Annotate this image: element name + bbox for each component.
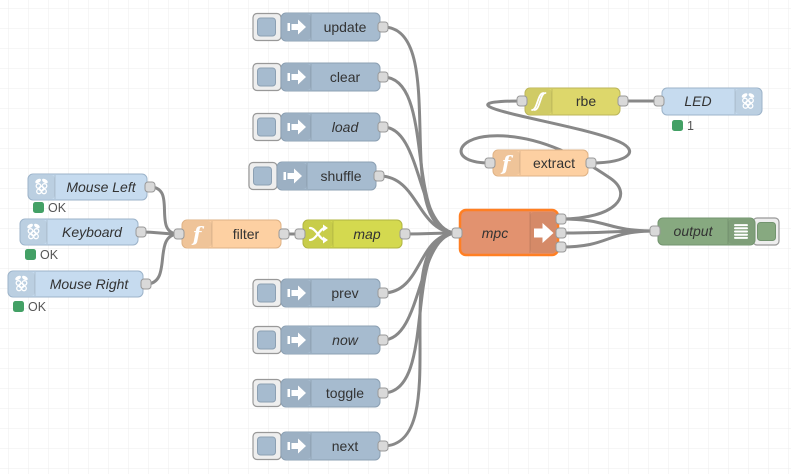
- node-clear[interactable]: clear: [252, 62, 389, 92]
- input-port[interactable]: [516, 95, 528, 107]
- output-port[interactable]: [278, 228, 290, 240]
- status-dot: [13, 301, 24, 312]
- debug-list-icon: [734, 224, 748, 239]
- node-label: now: [332, 332, 359, 348]
- status-led: 1: [672, 119, 694, 133]
- input-port[interactable]: [173, 228, 185, 240]
- inject-icon: [283, 168, 302, 184]
- node-load[interactable]: load: [252, 112, 389, 142]
- raspberry-pi-icon: [35, 178, 48, 195]
- input-port[interactable]: [653, 95, 665, 107]
- node-rbe[interactable]: rbe: [516, 87, 629, 116]
- node-label: LED: [684, 93, 711, 109]
- output-port[interactable]: [373, 170, 385, 182]
- output-port[interactable]: [135, 226, 147, 238]
- wire-extract-to-rbe[interactable]: [486, 99, 631, 165]
- status-dot: [672, 120, 683, 131]
- output-port[interactable]: [617, 95, 629, 107]
- node-update[interactable]: update: [252, 12, 389, 42]
- inject-icon: [287, 332, 306, 348]
- wire-shuffle-to-mpc[interactable]: [377, 174, 459, 235]
- wires: [139, 25, 661, 448]
- output-port-1[interactable]: [555, 213, 567, 225]
- status-mouse-left: OK: [33, 201, 67, 215]
- node-label: Mouse Right: [50, 276, 130, 292]
- node-label: filter: [233, 226, 260, 242]
- output-port[interactable]: [144, 181, 156, 193]
- input-port[interactable]: [484, 157, 496, 169]
- output-port[interactable]: [377, 387, 389, 399]
- node-label: toggle: [326, 385, 364, 401]
- node-led[interactable]: LED: [653, 87, 763, 116]
- status-mouse-right: OK: [13, 300, 47, 314]
- node-toggle[interactable]: toggle: [252, 378, 389, 408]
- arrow-right-icon: [534, 223, 554, 243]
- output-port-2[interactable]: [555, 227, 567, 239]
- output-port[interactable]: [377, 287, 389, 299]
- output-port[interactable]: [585, 157, 597, 169]
- node-prev[interactable]: prev: [252, 278, 389, 308]
- crossed-arrows-icon: [308, 224, 328, 244]
- node-shuffle[interactable]: shuffle: [248, 161, 385, 191]
- node-label: shuffle: [321, 168, 362, 184]
- inject-icon: [287, 285, 306, 301]
- node-keyboard[interactable]: Keyboard: [19, 218, 147, 246]
- inject-icon: [287, 385, 306, 401]
- node-mouse-left[interactable]: Mouse Left: [27, 173, 156, 201]
- inject-icon: [287, 69, 306, 85]
- node-label: clear: [330, 69, 361, 85]
- inject-icon: [287, 119, 306, 135]
- node-label: Keyboard: [62, 224, 123, 240]
- node-mouse-right[interactable]: Mouse Right: [7, 270, 152, 298]
- wire-mouseright-to-filter[interactable]: [144, 232, 181, 286]
- node-map[interactable]: map: [294, 219, 411, 249]
- node-label: extract: [533, 155, 575, 171]
- node-output[interactable]: output: [649, 217, 780, 246]
- node-label: load: [332, 119, 360, 135]
- node-filter[interactable]: f filter: [173, 219, 290, 249]
- node-extract[interactable]: f extract: [484, 149, 597, 177]
- wire-load-to-mpc[interactable]: [381, 125, 459, 235]
- raspberry-pi-icon: [15, 275, 28, 292]
- node-label: mpc: [482, 225, 508, 241]
- node-label: Mouse Left: [66, 179, 136, 195]
- hysteresis-icon: [531, 92, 547, 111]
- output-port[interactable]: [140, 278, 152, 290]
- inject-icon: [287, 438, 306, 454]
- input-port[interactable]: [649, 225, 661, 237]
- node-label: prev: [331, 285, 358, 301]
- input-port[interactable]: [294, 228, 306, 240]
- wire-mpc3-to-output[interactable]: [559, 229, 657, 249]
- status-keyboard: OK: [25, 248, 59, 262]
- output-port[interactable]: [377, 121, 389, 133]
- node-label: output: [674, 223, 714, 239]
- output-port[interactable]: [377, 440, 389, 452]
- node-next[interactable]: next: [252, 431, 389, 461]
- node-label: update: [324, 19, 367, 35]
- function-icon: f: [191, 222, 205, 246]
- raspberry-pi-icon: [27, 223, 40, 240]
- inject-icon: [287, 19, 306, 35]
- status-text: OK: [28, 300, 47, 314]
- status-text: OK: [40, 248, 59, 262]
- node-label: next: [332, 438, 359, 454]
- node-label: rbe: [576, 93, 596, 109]
- node-now[interactable]: now: [252, 325, 389, 355]
- output-port[interactable]: [399, 228, 411, 240]
- node-mpc[interactable]: mpc: [451, 208, 567, 257]
- output-port[interactable]: [377, 334, 389, 346]
- input-port[interactable]: [451, 227, 463, 239]
- output-port[interactable]: [377, 71, 389, 83]
- status-dot: [33, 202, 44, 213]
- output-port[interactable]: [377, 21, 389, 33]
- wire-next-to-mpc[interactable]: [381, 231, 459, 448]
- node-label: map: [353, 226, 380, 242]
- raspberry-pi-icon: [741, 93, 755, 109]
- status-dot: [25, 249, 36, 260]
- function-icon: f: [500, 151, 514, 175]
- output-port-3[interactable]: [555, 241, 567, 253]
- status-text: 1: [687, 119, 694, 133]
- status-text: OK: [48, 201, 67, 215]
